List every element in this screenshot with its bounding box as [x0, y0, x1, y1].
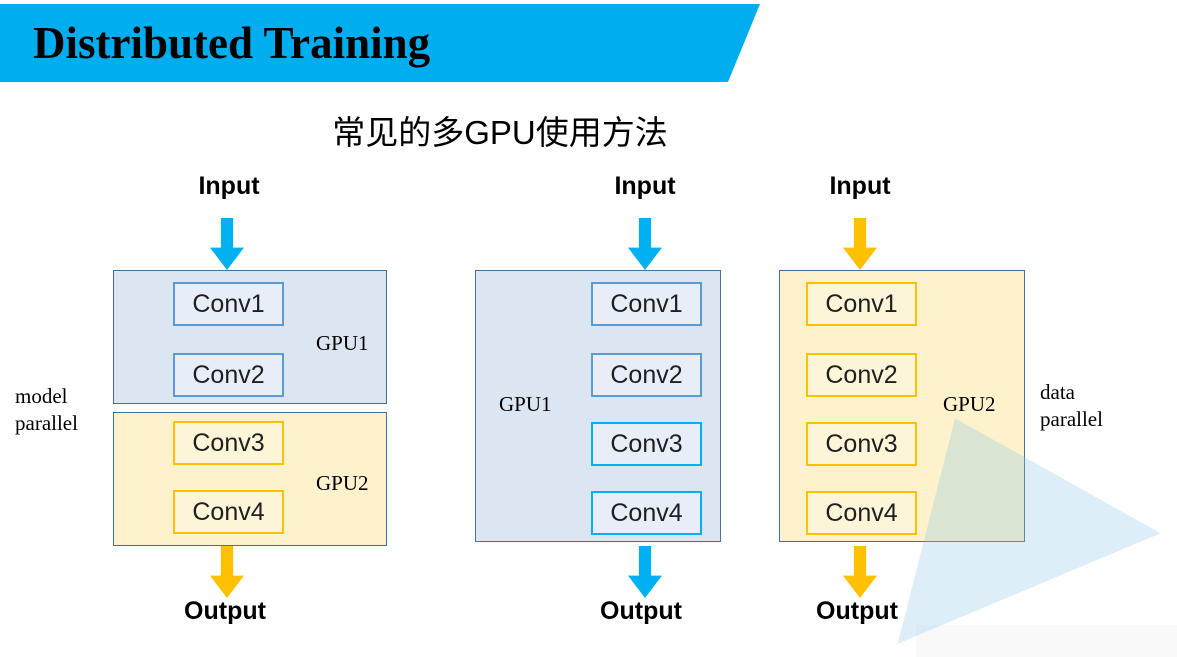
conv-layer: Conv2 — [591, 353, 702, 397]
output-label: Output — [184, 597, 266, 625]
gpu-label: GPU2 — [316, 471, 369, 495]
side-label-data-parallel: data parallel — [1040, 380, 1103, 431]
gpu-label: GPU1 — [316, 331, 369, 355]
conv-layer: Conv3 — [591, 422, 702, 466]
gpu-box: Conv1 Conv2 Conv3 Conv4 GPU1 — [475, 270, 721, 542]
conv-layer: Conv2 — [173, 353, 284, 397]
conv-layer: Conv4 — [591, 491, 702, 535]
conv-layer: Conv4 — [173, 490, 284, 534]
input-label: Input — [829, 172, 891, 200]
slide-subtitle: 常见的多GPU使用方法 — [332, 114, 668, 151]
conv-layer: Conv3 — [173, 421, 284, 465]
conv-layer: Conv1 — [173, 282, 284, 326]
decorative-band — [916, 625, 1177, 657]
output-label: Output — [816, 597, 898, 625]
down-arrow-icon — [210, 546, 244, 598]
input-label: Input — [614, 172, 676, 200]
gpu-box: Conv1 Conv2 Conv3 Conv4 GPU2 — [779, 270, 1025, 542]
gpu-label: GPU1 — [499, 392, 552, 416]
conv-layer: Conv3 — [806, 422, 917, 466]
input-label: Input — [198, 172, 260, 200]
conv-layer: Conv1 — [591, 282, 702, 326]
side-label-model-parallel: model parallel — [15, 384, 78, 435]
down-arrow-icon — [628, 218, 662, 270]
conv-layer: Conv2 — [806, 353, 917, 397]
output-label: Output — [600, 597, 682, 625]
gpu-box: Conv1 Conv2 GPU1 — [113, 270, 387, 404]
gpu-box: Conv3 Conv4 GPU2 — [113, 412, 387, 546]
down-arrow-icon — [210, 218, 244, 270]
gpu-label: GPU2 — [943, 392, 996, 416]
conv-layer: Conv4 — [806, 491, 917, 535]
down-arrow-icon — [843, 546, 877, 598]
conv-layer: Conv1 — [806, 282, 917, 326]
down-arrow-icon — [843, 218, 877, 270]
down-arrow-icon — [628, 546, 662, 598]
page-title: Distributed Training — [33, 18, 431, 68]
header-banner: Distributed Training — [0, 4, 760, 82]
